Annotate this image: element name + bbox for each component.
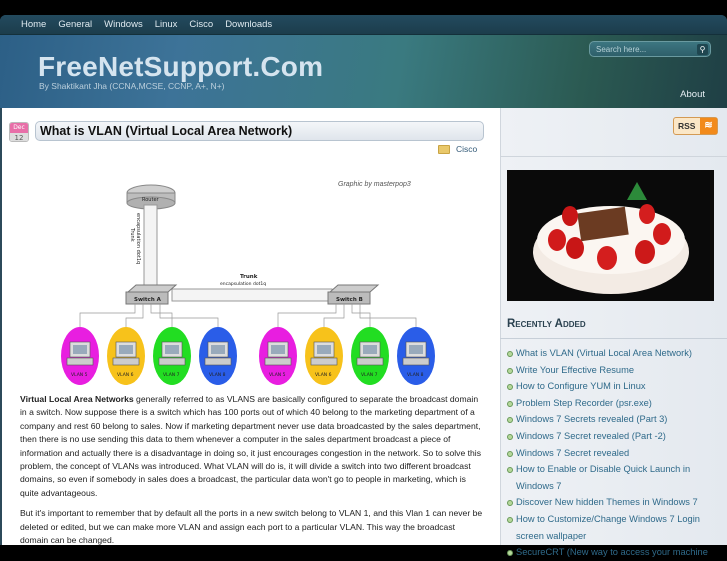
vlan-label: VLAN 8 — [407, 372, 424, 378]
recent-post-link[interactable]: What is VLAN (Virtual Local Area Network… — [507, 345, 722, 362]
router-icon: Router — [126, 184, 176, 210]
recent-post-link[interactable]: How to Enable or Disable Quick Launch in… — [507, 461, 722, 494]
post-category: Cisco — [438, 144, 477, 154]
main-content — [0, 108, 500, 545]
screen — [409, 345, 423, 354]
switch-b-icon: Switch B — [327, 284, 380, 305]
nav-windows[interactable]: Windows — [104, 19, 143, 30]
recent-post-link[interactable]: How to Customize/Change Windows 7 Login … — [507, 511, 722, 544]
vlan-workstation: VLAN 7 — [351, 327, 389, 385]
screen — [211, 345, 225, 354]
computer-case-icon — [402, 357, 430, 366]
recent-posts-list: What is VLAN (Virtual Local Area Network… — [507, 345, 722, 561]
article-paragraph: Virtual Local Area Networks generally re… — [20, 393, 485, 500]
nav-about[interactable]: About — [680, 89, 705, 100]
computer-case-icon — [204, 357, 232, 366]
recent-post-link[interactable]: How to Configure YUM in Linux — [507, 378, 722, 395]
recent-post-link[interactable]: Problem Step Recorder (psr.exe) — [507, 395, 722, 412]
date-badge: Dec 12 — [9, 122, 29, 142]
computer-case-icon — [66, 357, 94, 366]
site-header: Home General Windows Linux Cisco Downloa… — [0, 15, 727, 108]
rss-icon: ≋ — [700, 118, 717, 134]
recently-added-heading: Recently Added — [507, 318, 586, 330]
computer-case-icon — [356, 357, 384, 366]
search-box: ⚲ — [589, 41, 711, 57]
site-tagline: By Shaktikant Jha (CCNA,MCSE, CCNP, A+, … — [39, 81, 225, 91]
category-link[interactable]: Cisco — [456, 144, 478, 154]
vlan-workstation: VLAN 8 — [397, 327, 435, 385]
divider — [500, 156, 727, 157]
search-icon[interactable]: ⚲ — [697, 44, 708, 55]
recent-post-link[interactable]: SecureCRT (New way to access your machin… — [507, 544, 722, 561]
paragraph-text: generally referred to as VLANS are basic… — [20, 394, 481, 498]
vlan-workstation: VLAN 7 — [153, 327, 191, 385]
trunk-label-vertical: Trunk — [129, 227, 135, 242]
computer-case-icon — [310, 357, 338, 366]
vlan-label: VLAN 5 — [269, 372, 286, 378]
nav-cisco[interactable]: Cisco — [189, 19, 214, 30]
article-body: Virtual Local Area Networks generally re… — [20, 393, 485, 554]
encap-label: encapsulation dot1q — [220, 281, 266, 287]
vlan-diagram: Graphic by masterpop3 Router Trunk encap… — [61, 181, 435, 385]
recent-post-link[interactable]: Discover New hidden Themes in Windows 7 — [507, 494, 722, 511]
rss-button[interactable]: RSS ≋ — [673, 117, 718, 135]
vlan-workstation: VLAN 6 — [305, 327, 343, 385]
computer-case-icon — [112, 357, 140, 366]
post-title[interactable]: What is VLAN (Virtual Local Area Network… — [35, 121, 484, 141]
trunk-label: Trunk — [240, 274, 258, 280]
folder-icon — [438, 144, 450, 154]
article-term: Virtual Local Area Networks — [20, 394, 134, 404]
date-day: 12 — [10, 133, 28, 141]
top-nav: Home General Windows Linux Cisco Downloa… — [0, 15, 727, 35]
screen — [119, 345, 133, 354]
switch-a-label: Switch A — [134, 297, 162, 303]
search-input[interactable] — [596, 44, 692, 54]
nav-home[interactable]: Home — [21, 19, 47, 30]
recent-post-link[interactable]: Windows 7 Secrets revealed (Part 3) — [507, 411, 722, 428]
encap-label-vertical: encapsulation dot1q — [135, 213, 141, 264]
screen — [271, 345, 285, 354]
divider — [500, 338, 727, 339]
nav-general[interactable]: General — [58, 19, 93, 30]
article-paragraph: But it's important to remember that by d… — [20, 508, 483, 546]
nav-linux[interactable]: Linux — [154, 19, 178, 30]
vlan-label: VLAN 7 — [163, 372, 180, 378]
recent-post-link[interactable]: Windows 7 Secret revealed (Part -2) — [507, 428, 722, 445]
diagram-credit: Graphic by masterpop3 — [338, 181, 411, 188]
recent-post-link[interactable]: Windows 7 Secret revealed — [507, 445, 722, 462]
screen — [165, 345, 179, 354]
screen — [363, 345, 377, 354]
screen — [73, 345, 87, 354]
computer-case-icon — [264, 357, 292, 366]
vlan-label: VLAN 8 — [209, 372, 226, 378]
recent-post-link[interactable]: Write Your Effective Resume — [507, 362, 722, 379]
router-label: Router — [142, 197, 160, 203]
site-logo[interactable]: FreeNetSupport.Com — [38, 51, 324, 82]
vlan-label: VLAN 7 — [361, 372, 378, 378]
christmas-cake-photo — [507, 170, 714, 301]
switch-b-label: Switch B — [336, 297, 363, 303]
vlan-workstation: VLAN 6 — [107, 327, 145, 385]
router-trunk-link — [143, 204, 158, 286]
vlan-workstation: VLAN 5 — [259, 327, 297, 385]
vlan-workstation: VLAN 5 — [61, 327, 99, 385]
nav-downloads[interactable]: Downloads — [225, 19, 273, 30]
date-month: Dec — [10, 123, 28, 133]
vlan-label: VLAN 6 — [315, 372, 332, 378]
rss-label: RSS — [678, 121, 696, 131]
vlan-label: VLAN 5 — [71, 372, 88, 378]
switch-a-icon: Switch A — [125, 284, 178, 305]
computer-case-icon — [158, 357, 186, 366]
vlan-label: VLAN 6 — [117, 372, 134, 378]
switch-trunk-link — [171, 288, 333, 302]
screen — [317, 345, 331, 354]
vlan-workstation: VLAN 8 — [199, 327, 237, 385]
